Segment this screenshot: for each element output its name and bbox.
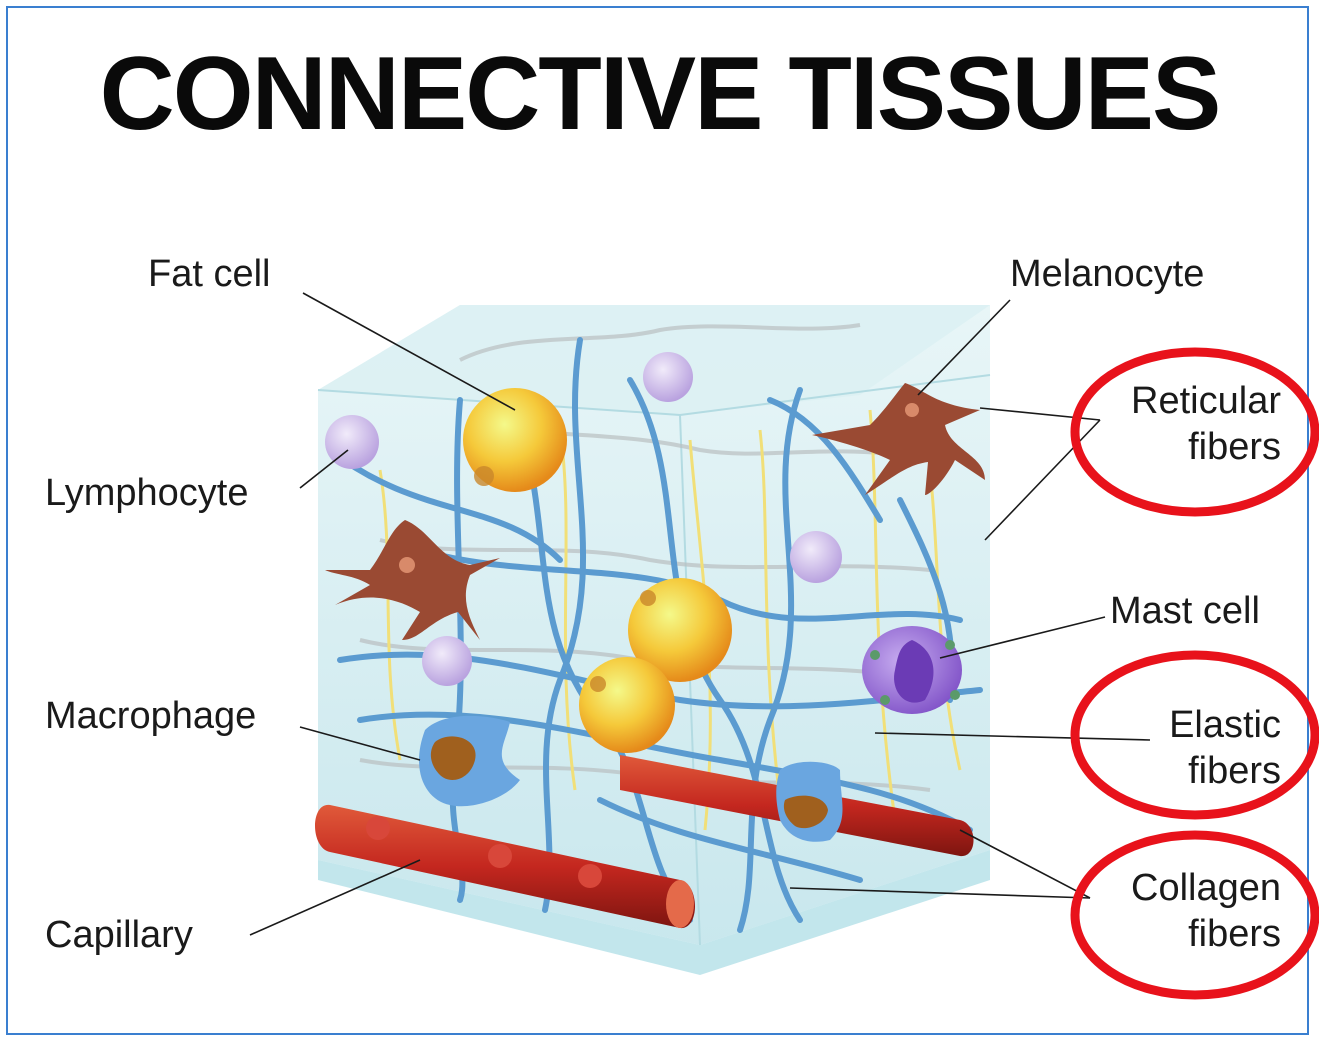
label-mast-cell: Mast cell (1110, 588, 1260, 634)
label-capillary: Capillary (45, 912, 193, 958)
label-elastic-line2: fibers (1169, 748, 1281, 794)
label-melanocyte: Melanocyte (1010, 251, 1204, 297)
mast-cell (862, 626, 962, 714)
label-macrophage: Macrophage (45, 693, 256, 739)
label-collagen-fibers: Collagen fibers (1131, 865, 1281, 957)
label-collagen-line1: Collagen (1131, 865, 1281, 911)
label-reticular-line1: Reticular (1131, 378, 1281, 424)
label-collagen-line2: fibers (1131, 911, 1281, 957)
label-elastic-fibers: Elastic fibers (1169, 702, 1281, 794)
label-fat-cell: Fat cell (148, 251, 270, 297)
label-reticular-line2: fibers (1131, 424, 1281, 470)
label-reticular-fibers: Reticular fibers (1131, 378, 1281, 470)
label-elastic-line1: Elastic (1169, 702, 1281, 748)
label-lymphocyte: Lymphocyte (45, 470, 248, 516)
